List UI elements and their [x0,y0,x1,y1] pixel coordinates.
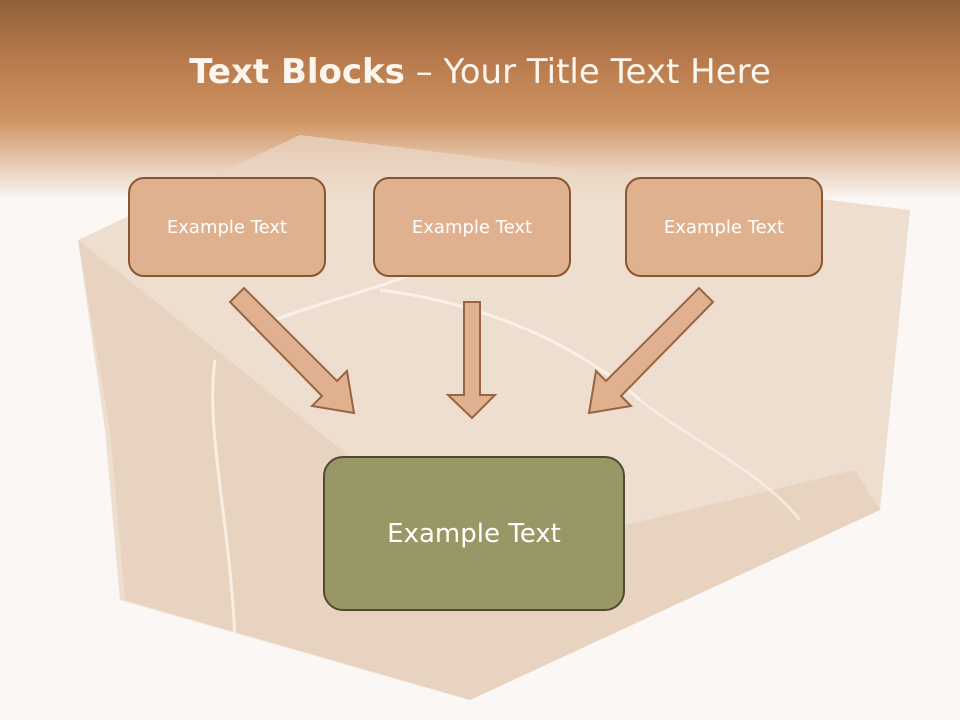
text-block-1-label: Example Text [166,216,288,238]
page-title: Text Blocks – Your Title Text Here [0,52,960,92]
title-rest: – Your Title Text Here [404,52,771,92]
text-block-1[interactable]: Example Text [128,177,326,277]
target-text-block[interactable]: Example Text [323,456,625,611]
arrow-center-down [445,301,498,420]
arrow-left-diagonal [228,286,356,415]
target-text-block-label: Example Text [387,518,561,549]
arrow-right-diagonal [587,286,715,415]
text-block-2[interactable]: Example Text [373,177,571,277]
text-block-3[interactable]: Example Text [625,177,823,277]
text-block-3-label: Example Text [663,216,785,238]
text-block-2-label: Example Text [411,216,533,238]
title-bold: Text Blocks [189,52,405,92]
